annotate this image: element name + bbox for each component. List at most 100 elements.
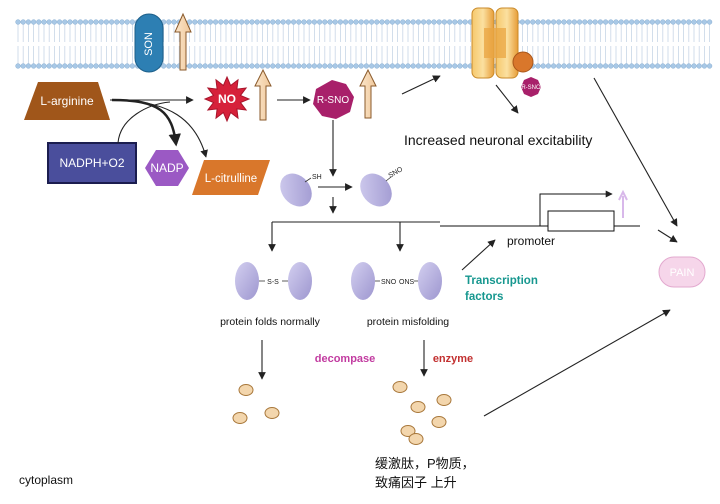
ons-label: ONS (399, 279, 415, 286)
lipid-head (72, 19, 78, 25)
lipid-head (426, 63, 432, 69)
lipid-head (88, 63, 94, 69)
lipid-head (322, 63, 328, 69)
lipid-head (223, 63, 229, 69)
lipid-head (634, 19, 640, 25)
lipid-head (30, 19, 37, 25)
lipid-head (363, 19, 370, 25)
lipid-head (436, 19, 442, 25)
lipid-head (327, 63, 333, 69)
lipid-head (129, 19, 136, 25)
cn-text-line-1: 缓激肽，P物质， (375, 456, 475, 471)
lipid-head (680, 63, 687, 69)
lipid-head (285, 63, 292, 69)
lipid-head (36, 63, 42, 69)
lipid-head (259, 19, 266, 25)
nadph-o2-node: NADPH+O2 (47, 142, 137, 184)
protein-folds-normally-label: protein folds normally (220, 316, 321, 328)
up-arrow-icon (174, 12, 192, 71)
lipid-head (192, 19, 198, 25)
lipid-head (46, 63, 52, 69)
lipid-head (566, 19, 572, 25)
lipid-head (197, 19, 203, 25)
lipid-head (369, 63, 375, 69)
son-channel: SON (134, 13, 164, 73)
lipid-head (634, 63, 640, 69)
lipid-head (561, 19, 567, 25)
lipid-head (623, 63, 630, 69)
lipid-head (550, 63, 557, 69)
lipid-head (41, 63, 47, 69)
lipid-head (457, 19, 463, 25)
decompase-label: decompase (315, 353, 376, 365)
lipid-head (41, 19, 47, 25)
lipid-head (20, 63, 26, 69)
lipid-head (550, 19, 557, 25)
lipid-head (436, 63, 442, 69)
lipid-head (301, 19, 307, 25)
lipid-head (389, 63, 396, 69)
lipid-head (452, 19, 458, 25)
lipid-head (20, 19, 26, 25)
lipid-head (701, 19, 708, 25)
lipid-head (56, 19, 63, 25)
lipid-head (51, 63, 58, 69)
lipid-head (161, 63, 167, 69)
lipid-head (254, 19, 260, 25)
lipid-head (686, 19, 692, 25)
lipid-head (119, 19, 125, 25)
lipid-head (613, 19, 619, 25)
lipid-head (353, 63, 359, 69)
lipid-head (535, 19, 541, 25)
lipid-head (348, 19, 354, 25)
ion-channel: R-SNO (471, 7, 541, 97)
enzyme-label: enzyme (433, 353, 473, 365)
lipid-head (218, 63, 224, 69)
rsno-small-badge (521, 77, 541, 97)
lipid-head (519, 19, 526, 25)
lipid-head (665, 63, 671, 69)
lipid-head (207, 63, 214, 69)
nadp-node: NADP (145, 150, 189, 186)
lipid-head (415, 19, 422, 25)
lipid-head (311, 19, 318, 25)
lipid-head (223, 19, 229, 25)
lipid-head (202, 19, 208, 25)
lipid-head (103, 63, 110, 69)
protein-misfolded-pair: SNO ONS (351, 262, 442, 300)
promoter-label: promoter (507, 234, 555, 248)
lipid-head (301, 63, 307, 69)
lipid-head (343, 63, 349, 69)
l-citrulline-label: L-citrulline (205, 173, 257, 185)
lipid-head (540, 19, 546, 25)
lipid-head (51, 19, 58, 25)
lipid-head (582, 63, 588, 69)
lipid-head (311, 63, 318, 69)
lipid-head (218, 19, 224, 25)
lipid-head (686, 63, 692, 69)
lipid-head (623, 19, 630, 25)
lipid-head (98, 19, 104, 25)
lipid-head (400, 63, 406, 69)
lipid-head (291, 63, 297, 69)
lipid-head (675, 19, 682, 25)
lipid-head (639, 63, 645, 69)
lipid-head (457, 63, 463, 69)
lipid-head (441, 19, 448, 25)
lipid-head (649, 63, 656, 69)
lipid-head (280, 63, 286, 69)
lipid-head (592, 63, 598, 69)
lipid-head (618, 19, 624, 25)
lipid-head (322, 19, 328, 25)
protein-misfolding-label: protein misfolding (367, 316, 449, 328)
lipid-head (197, 63, 203, 69)
lipid-head (239, 19, 245, 25)
lipid-head (88, 19, 94, 25)
lipid-head (72, 63, 78, 69)
lipid-head (249, 63, 255, 69)
lipid-head (628, 63, 635, 69)
lipid-head (15, 63, 21, 69)
no-label: NO (218, 92, 236, 106)
lipid-head (462, 63, 468, 69)
lipid-head (447, 19, 453, 25)
